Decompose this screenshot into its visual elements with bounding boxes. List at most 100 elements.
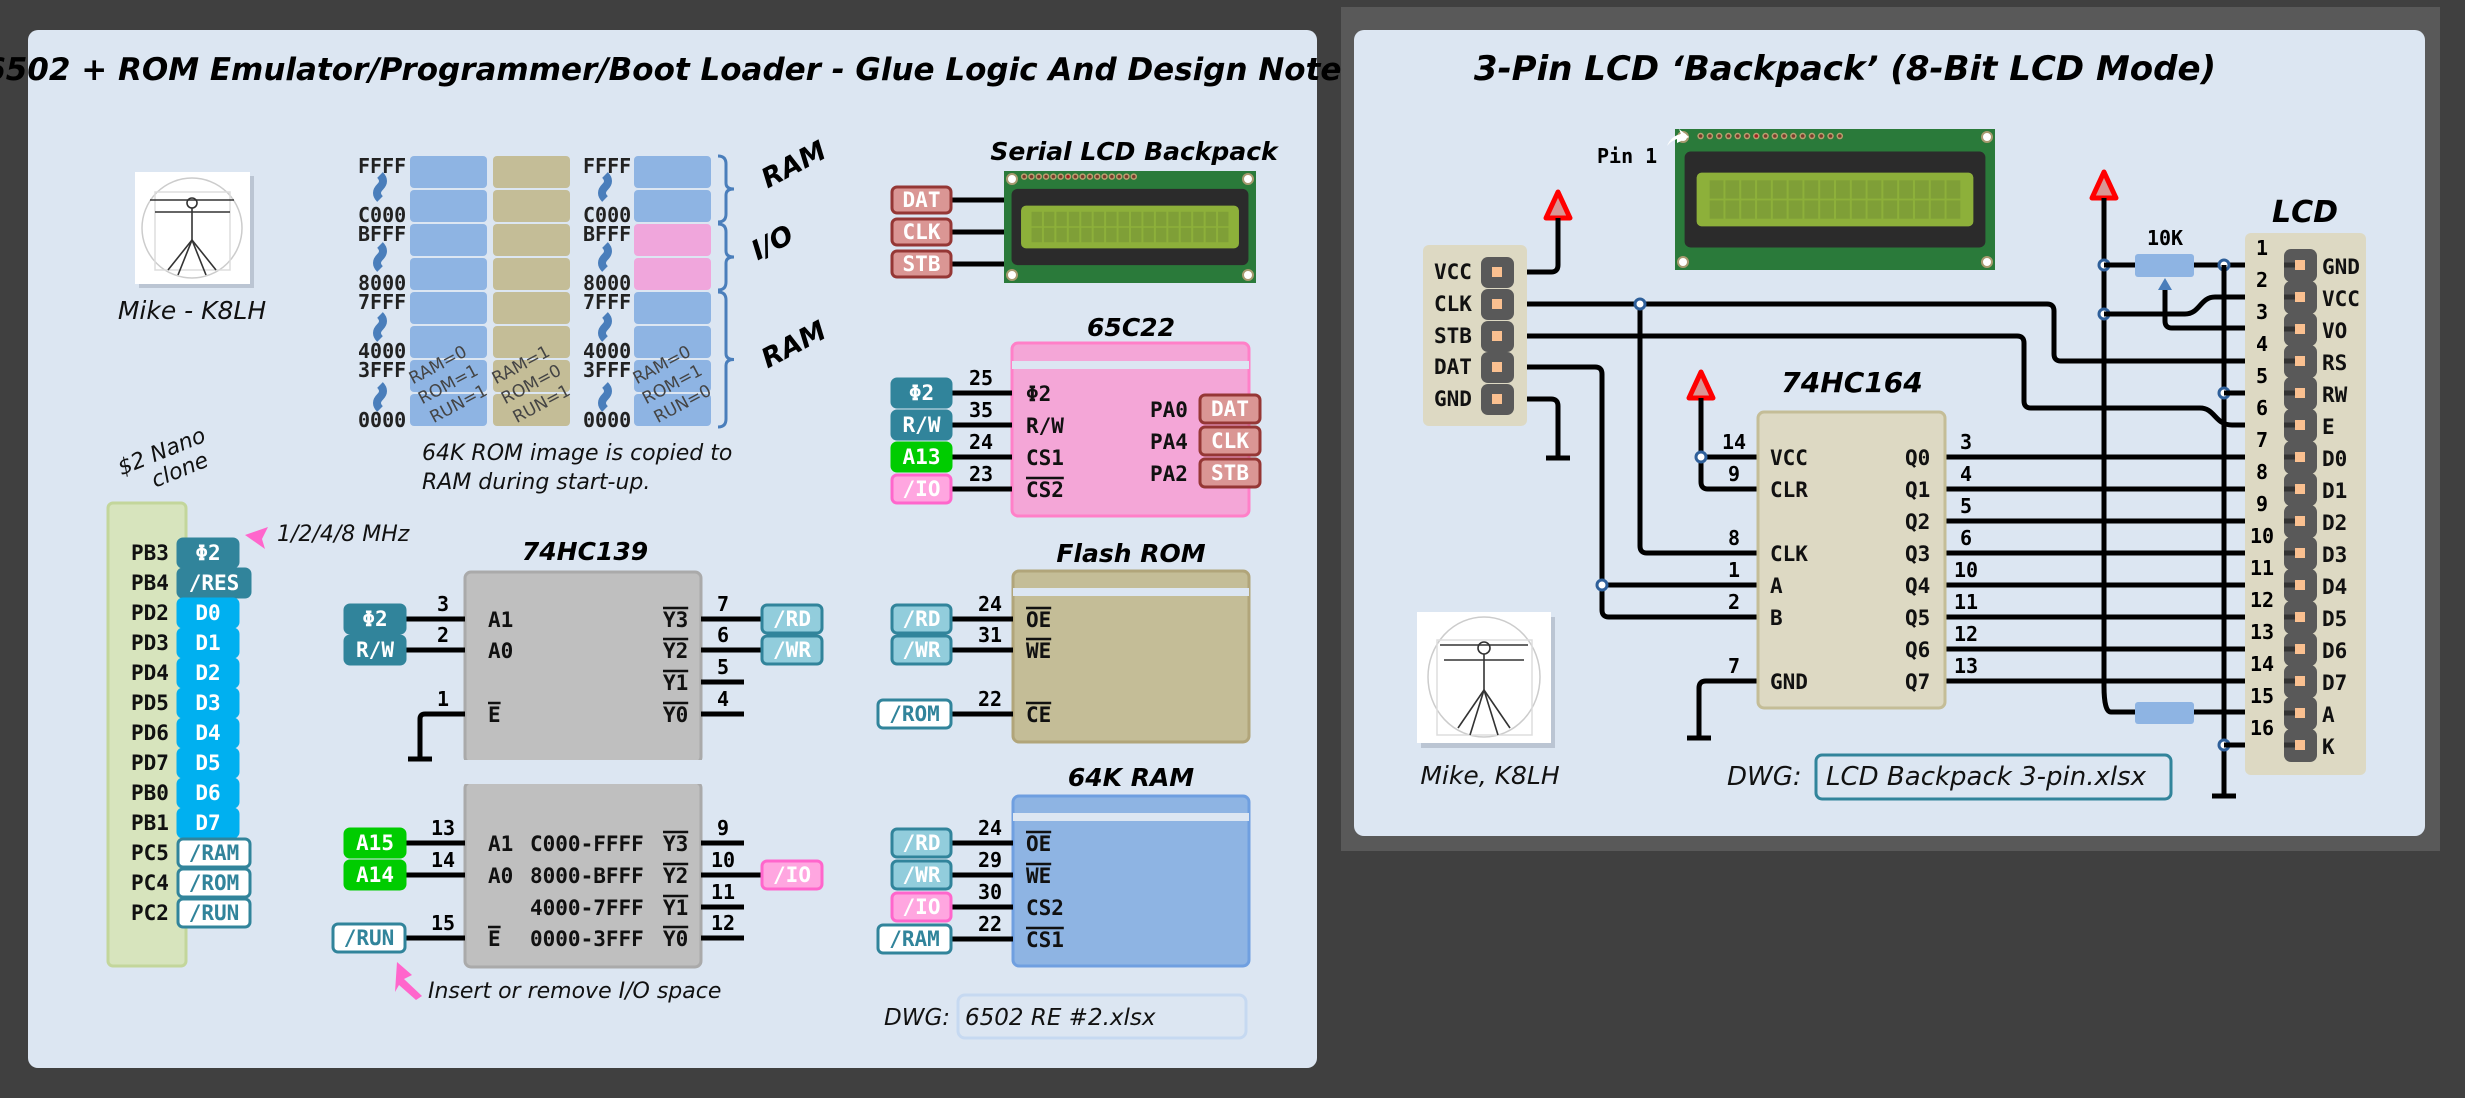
address-range-squiggle-icon xyxy=(373,172,387,202)
pink-arrow-icon xyxy=(395,962,422,1000)
lcd-char-cell xyxy=(1056,211,1067,227)
signal-tag-box xyxy=(343,603,407,635)
lcd-char-cell xyxy=(1820,200,1834,219)
lcd-char-cell xyxy=(1031,211,1042,227)
memory-block-ram xyxy=(634,326,711,358)
lcd-char-cell xyxy=(1043,227,1055,243)
shift-register-output-name: Q2 xyxy=(1905,510,1930,534)
lcd-header-pin xyxy=(1706,132,1714,140)
pin-number: 12 xyxy=(711,911,735,935)
lcd-pin-name: D7 xyxy=(2322,671,2347,695)
decoder-output-tag: /IO xyxy=(760,859,824,891)
memory-map-caption-line1: 64K ROM image is copied to xyxy=(422,441,732,466)
nano-signal-tag: D7 xyxy=(176,807,240,839)
decoder-pin-name: A1 xyxy=(488,608,513,632)
lcd-header-pin xyxy=(1780,132,1788,140)
memory-block-ram xyxy=(634,190,711,222)
serial-lcd-tag-dat: DAT xyxy=(890,185,953,215)
right-dwg-box xyxy=(1814,753,2173,801)
signal-tag-box xyxy=(176,687,240,719)
signal-tag-box xyxy=(890,409,953,441)
ram_64k-break xyxy=(1013,813,1249,821)
decoder-pin-name: E xyxy=(488,927,501,951)
via-input-tag: A13 xyxy=(890,441,953,473)
signal-tag-box xyxy=(890,603,953,635)
lcd-header-pin xyxy=(1079,173,1086,180)
lcd-char-cell xyxy=(1180,227,1192,243)
decoder-input-tag: A15 xyxy=(343,827,407,859)
nano-signal-tag: D5 xyxy=(176,747,240,779)
nano-signal-tag: D4 xyxy=(176,717,240,749)
decoder-output-name: Y0 xyxy=(663,703,688,727)
address-range-squiggle-icon xyxy=(598,382,612,412)
nano-signal-tag: Φ2 xyxy=(176,537,240,569)
lcd-header-pin xyxy=(1697,132,1704,140)
lcd-module xyxy=(1667,129,1995,270)
signal-tag-label: /RAM xyxy=(889,927,940,951)
lcd-header-pin xyxy=(1093,173,1101,180)
lcd-char-cell xyxy=(1741,180,1756,199)
signal-tag-label: /ROM xyxy=(189,871,240,895)
pin-number: 12 xyxy=(1954,622,1978,646)
lcd-char-cell xyxy=(1804,200,1819,219)
pin-number: 10 xyxy=(1954,558,1978,582)
left-panel: 6502 + ROM Emulator/Programmer/Boot Load… xyxy=(0,30,1360,1068)
memory-address: C000 xyxy=(358,203,406,227)
lcd-header-pin xyxy=(1715,132,1723,140)
signal-tag-label: /IO xyxy=(903,477,941,501)
lcd-char-cell xyxy=(1930,180,1945,199)
signal-tag-box xyxy=(176,837,252,869)
memory-address: 4000 xyxy=(583,339,631,363)
lcd-char-cell xyxy=(1106,227,1117,243)
pin1-label: Pin 1 xyxy=(1597,144,1657,168)
signal-tag-box xyxy=(890,891,953,923)
lcd-pin-name: D6 xyxy=(2322,639,2347,663)
nano-port-label: PC4 xyxy=(131,871,169,895)
signal-tag-box xyxy=(176,807,240,839)
mounting-hole xyxy=(1981,256,1993,268)
signal-tag-box xyxy=(1198,425,1262,457)
lcd-header-pin xyxy=(1108,173,1116,180)
via-pin-name: CS2 xyxy=(1026,478,1064,502)
lcd-char-cell xyxy=(1131,211,1142,227)
lcd-char-cell xyxy=(1772,200,1787,219)
shift-register-pin-name: CLR xyxy=(1770,478,1808,502)
via-pin-name: Φ2 xyxy=(1026,382,1051,406)
signal-tag-box xyxy=(890,441,953,473)
decoder-input-tag: R/W xyxy=(343,634,407,666)
lcd-pin xyxy=(2295,420,2305,430)
lcd-char-cell xyxy=(1180,211,1192,227)
decoder-break xyxy=(462,760,704,784)
signal-tag-label: /WR xyxy=(773,638,811,662)
via-port-name: PA0 xyxy=(1150,398,1188,422)
signal-tag-label: D2 xyxy=(195,661,220,685)
decoder-pin-name: A0 xyxy=(488,864,513,888)
pin-number: 14 xyxy=(431,848,455,872)
address-range: 4000-7FFF xyxy=(530,896,644,920)
junction-dot xyxy=(1694,450,1708,464)
junction-dot xyxy=(1595,578,1609,592)
pin-number: 30 xyxy=(978,880,1002,904)
signal-tag-box xyxy=(890,473,953,505)
memory-map: RAM=0ROM=1RUN=1RAM=1ROM=0RUN=1RAM=0ROM=1… xyxy=(358,135,832,432)
shift-register-chip: 14VCC9CLR8CLK1A2B7GNDQ03Q14Q25Q36Q410Q51… xyxy=(1722,410,1978,710)
decoder-output-name: Y0 xyxy=(663,927,688,951)
memory-block-io xyxy=(634,224,711,256)
signal-tag-box xyxy=(890,859,953,891)
signal-tag-label: R/W xyxy=(903,413,941,437)
decoder-input-tag: /RUN xyxy=(331,922,407,954)
lcd-header-pin xyxy=(1734,132,1741,140)
signal-tag-box xyxy=(176,717,240,749)
decoder-pin-name: A1 xyxy=(488,832,513,856)
lcd-char-cell xyxy=(1056,227,1067,243)
lcd-char-cell xyxy=(1155,211,1167,227)
serial-lcd-tag-stb: STB xyxy=(890,249,953,279)
lcd-char-cell xyxy=(1093,211,1105,227)
address-range-squiggle-icon xyxy=(373,312,387,342)
lcd-pin xyxy=(2295,516,2305,526)
ram_64k-pin-name: OE xyxy=(1026,832,1051,856)
lcd-char-cell xyxy=(1788,180,1803,199)
